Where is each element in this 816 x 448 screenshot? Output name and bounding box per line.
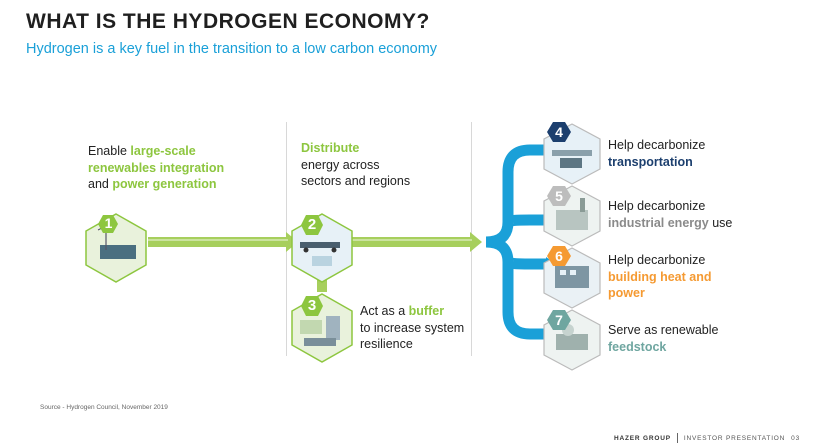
step-1-mid: and <box>88 177 113 191</box>
step-3-highlight: buffer <box>408 304 445 318</box>
step-1-highlight-2: power generation <box>112 177 217 191</box>
step-5-highlight: industrial energy <box>608 215 709 230</box>
step-1-text: Enable large-scale renewables integratio… <box>88 143 238 193</box>
branch-arrows <box>485 144 548 340</box>
badge-1 <box>98 215 118 233</box>
footer-section: INVESTOR PRESENTATION <box>683 434 786 442</box>
step-3-text: Act as a buffer to increase system resil… <box>360 303 475 353</box>
badge-6 <box>547 246 571 266</box>
badge-1-number: 1 <box>104 215 113 231</box>
footer-brand: HAZER GROUP <box>614 434 671 442</box>
badge-5 <box>547 186 571 206</box>
footer: HAZER GROUP INVESTOR PRESENTATION 03 <box>614 433 800 443</box>
step-4-text: Help decarbonize transportation <box>608 137 778 170</box>
badge-6-number: 6 <box>555 248 563 264</box>
step-6-text: Help decarbonize building heat and power <box>608 252 738 302</box>
step-1-highlight-1: large-scale renewables integration <box>88 144 225 175</box>
footer-separator <box>676 433 678 443</box>
step-7-highlight: feedstock <box>608 339 667 354</box>
source-note: Source - Hydrogen Council, November 2019 <box>40 404 168 411</box>
badge-7 <box>547 310 571 330</box>
badge-4 <box>547 122 571 142</box>
step-3-pre: Act as a <box>360 304 409 318</box>
badge-5-number: 5 <box>555 188 563 204</box>
badge-7-number: 7 <box>555 312 563 328</box>
step-4-highlight: transportation <box>608 154 693 169</box>
badge-3-number: 3 <box>307 297 317 314</box>
step-4-pre: Help decarbonize <box>608 138 706 152</box>
flow-arrow-1-2 <box>148 232 298 252</box>
badge-2 <box>301 215 323 235</box>
step-5-post: use <box>708 215 733 230</box>
step-7-pre: Serve as renewable <box>608 323 719 337</box>
step-2-rest: energy across sectors and regions <box>301 157 411 189</box>
step-7-text: Serve as renewable feedstock <box>608 322 778 355</box>
footer-page-number: 03 <box>791 434 800 442</box>
badge-4-number: 4 <box>555 124 563 140</box>
step-5-pre: Help decarbonize <box>608 199 706 213</box>
badge-2-number: 2 <box>307 216 317 233</box>
step-1-pre: Enable <box>88 144 131 158</box>
flow-arrow-2-branch <box>350 232 482 252</box>
step-3-rest: to increase system resilience <box>360 320 465 352</box>
step-6-highlight: building heat and power <box>608 269 712 301</box>
step-2-highlight: Distribute <box>301 141 360 155</box>
step-6-pre: Help decarbonize <box>608 253 706 267</box>
step-2-text: Distribute energy across sectors and reg… <box>301 140 411 190</box>
page-subtitle: Hydrogen is a key fuel in the transition… <box>26 41 438 57</box>
badge-3 <box>301 296 323 316</box>
step-5-text: Help decarbonize industrial energy use <box>608 198 778 231</box>
page-title: WHAT IS THE HYDROGEN ECONOMY? <box>26 10 430 33</box>
